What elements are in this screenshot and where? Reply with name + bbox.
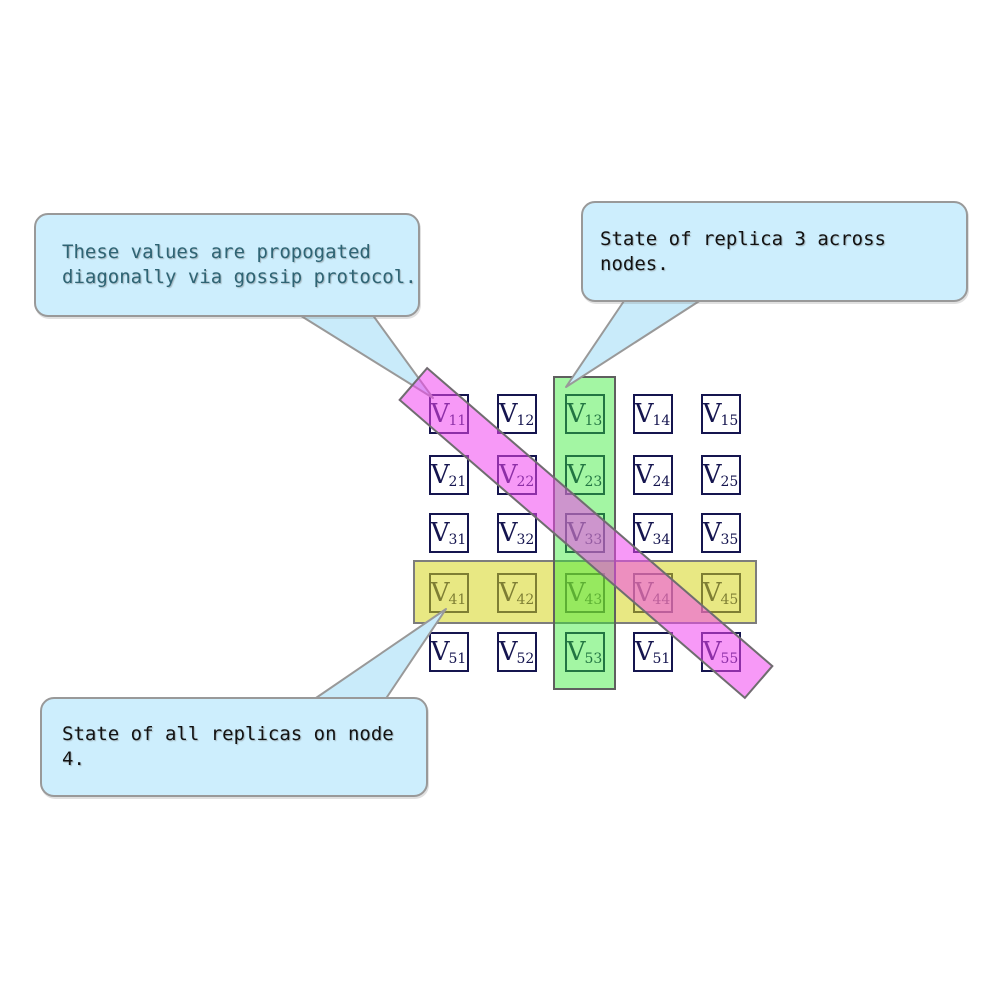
- cell-subscript: 53: [584, 651, 603, 667]
- cell-subscript: 12: [516, 413, 535, 429]
- replica-callout-tail: [565, 297, 705, 388]
- gossip-callout-line1: These values are propogated: [62, 241, 371, 263]
- cell-symbol: V: [634, 399, 654, 429]
- cell-symbol: V: [634, 637, 654, 667]
- cell-symbol: V: [634, 518, 654, 548]
- cell-subscript: 21: [448, 474, 467, 490]
- cell-symbol: V: [566, 637, 586, 667]
- node-callout: State of all replicas on node 4.: [40, 697, 428, 797]
- cell-subscript: 31: [448, 532, 467, 548]
- cell-symbol: V: [702, 399, 722, 429]
- cell-symbol: V: [498, 637, 518, 667]
- cell-subscript: 25: [720, 474, 739, 490]
- cell-subscript: 51: [652, 651, 671, 667]
- cell-subscript: 32: [516, 532, 535, 548]
- cell-symbol: V: [566, 399, 586, 429]
- cell-symbol: V: [634, 460, 654, 490]
- cell-symbol: V: [702, 460, 722, 490]
- cell-symbol: V: [430, 637, 450, 667]
- replica-callout-text: State of replica 3 across nodes.: [600, 227, 886, 275]
- cell-symbol: V: [498, 399, 518, 429]
- cell-subscript: 23: [584, 474, 603, 490]
- replica-callout: State of replica 3 across nodes.: [581, 201, 968, 302]
- cell-subscript: 13: [584, 413, 603, 429]
- cell-symbol: V: [430, 518, 450, 548]
- node-callout-text: State of all replicas on node 4.: [62, 723, 394, 770]
- cell-subscript: 51: [448, 651, 467, 667]
- cell-symbol: V: [430, 460, 450, 490]
- cell-subscript: 52: [516, 651, 535, 667]
- cell-subscript: 24: [652, 474, 671, 490]
- cell-subscript: 14: [652, 413, 671, 429]
- cell-symbol: V: [566, 460, 586, 490]
- gossip-callout-line2: diagonally via gossip protocol.: [62, 266, 417, 288]
- cell-subscript: 34: [652, 532, 671, 548]
- cell-subscript: 35: [720, 532, 739, 548]
- cell-subscript: 15: [720, 413, 739, 429]
- gossip-callout: These values are propogated diagonally v…: [34, 213, 420, 317]
- cell-symbol: V: [498, 518, 518, 548]
- cell-symbol: V: [702, 518, 722, 548]
